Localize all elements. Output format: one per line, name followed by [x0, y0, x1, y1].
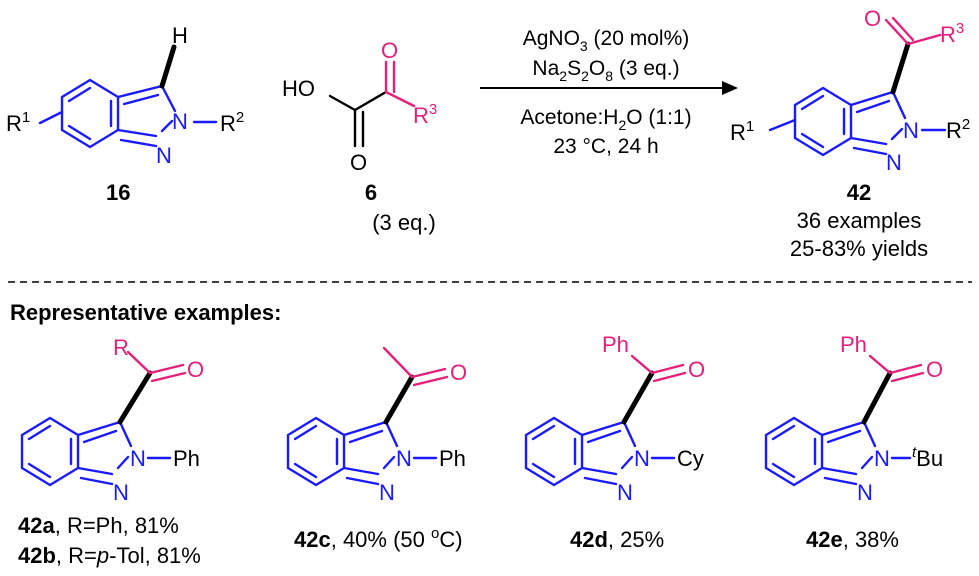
example-42d-n2-label: N — [634, 446, 650, 471]
example-42e-n1-label: N — [857, 480, 873, 505]
reactant-16-n2-label: N — [172, 109, 188, 134]
product-42-r3-label: R3 — [940, 20, 964, 47]
product-42-examples: 36 examples — [797, 208, 922, 233]
example-42d-nsub-label: Cy — [677, 446, 704, 471]
example-42a-o-label: O — [187, 357, 204, 382]
example-42e-n2-label: N — [874, 446, 890, 471]
example-42c-structure — [286, 346, 449, 487]
example-42d-structure — [524, 354, 687, 487]
condition-oxidant: Na2S2O8 (3 eq.) — [532, 57, 679, 84]
example-42c-nsub-label: Ph — [439, 446, 466, 471]
reactant-16-n1-label: N — [156, 143, 172, 168]
example-42a-n1-label: N — [113, 480, 129, 505]
reaction-arrow-head — [722, 81, 738, 95]
product-42-structure — [768, 16, 947, 157]
condition-solvent: Acetone:H2O (1:1) — [520, 106, 691, 133]
example-42c-n2-label: N — [396, 446, 412, 471]
example-42a-nsub-label: Ph — [173, 446, 200, 471]
reactant-6-ho-label: HO — [282, 76, 315, 101]
reactant-16-number: 16 — [106, 180, 130, 205]
example-42e-nsub-label: tBu — [912, 444, 943, 471]
example-42d-acyl-label: Ph — [602, 332, 629, 357]
product-42-r1-label: R1 — [730, 118, 754, 145]
example-42c-o-label: O — [450, 360, 467, 385]
example-42a-structure — [20, 350, 187, 487]
product-42-n1-label: N — [886, 150, 902, 175]
product-42-number: 42 — [847, 180, 871, 205]
example-42a-n2-label: N — [130, 446, 146, 471]
example-42d-o-label: O — [688, 357, 705, 382]
reactant-16-r2-label: R2 — [220, 109, 244, 136]
product-42-o-label: O — [864, 6, 881, 31]
example-42c-n1-label: N — [379, 480, 395, 505]
reactant-16-structure — [38, 44, 218, 149]
reactant-6-number: 6 — [365, 180, 377, 205]
reactant-6-r3-label: R3 — [413, 101, 437, 128]
example-42e-caption: 42e, 38% — [806, 527, 899, 552]
example-42b-caption: 42b, R=p-Tol, 81% — [18, 543, 201, 568]
reactant-6-equivalents: (3 eq.) — [372, 210, 436, 235]
example-42e-acyl-label: Ph — [840, 332, 867, 357]
example-42c-caption: 42c, 40% (50 oC) — [294, 525, 463, 552]
example-42e-structure — [764, 354, 925, 487]
product-42-r2-label: R2 — [946, 116, 970, 143]
reactant-16-h-label: H — [172, 23, 188, 48]
condition-catalyst: AgNO3 (20 mol%) — [523, 27, 690, 54]
section-title: Representative examples: — [10, 300, 281, 325]
example-42a-acyl-label: R — [113, 335, 129, 360]
reactant-6-structure — [328, 60, 416, 148]
example-42d-caption: 42d, 25% — [570, 527, 664, 552]
example-42d-n1-label: N — [617, 480, 633, 505]
reactant-6-acid-o-label: O — [350, 150, 367, 175]
product-42-yields: 25-83% yields — [790, 236, 928, 261]
condition-temp-time: 23 °C, 24 h — [553, 135, 658, 158]
example-42e-o-label: O — [926, 357, 943, 382]
reactant-6-keto-o-label: O — [381, 38, 398, 63]
product-42-n2-label: N — [903, 118, 919, 143]
example-42a-caption: 42a, R=Ph, 81% — [18, 513, 179, 538]
reactant-16-r1-label: R1 — [6, 109, 30, 136]
